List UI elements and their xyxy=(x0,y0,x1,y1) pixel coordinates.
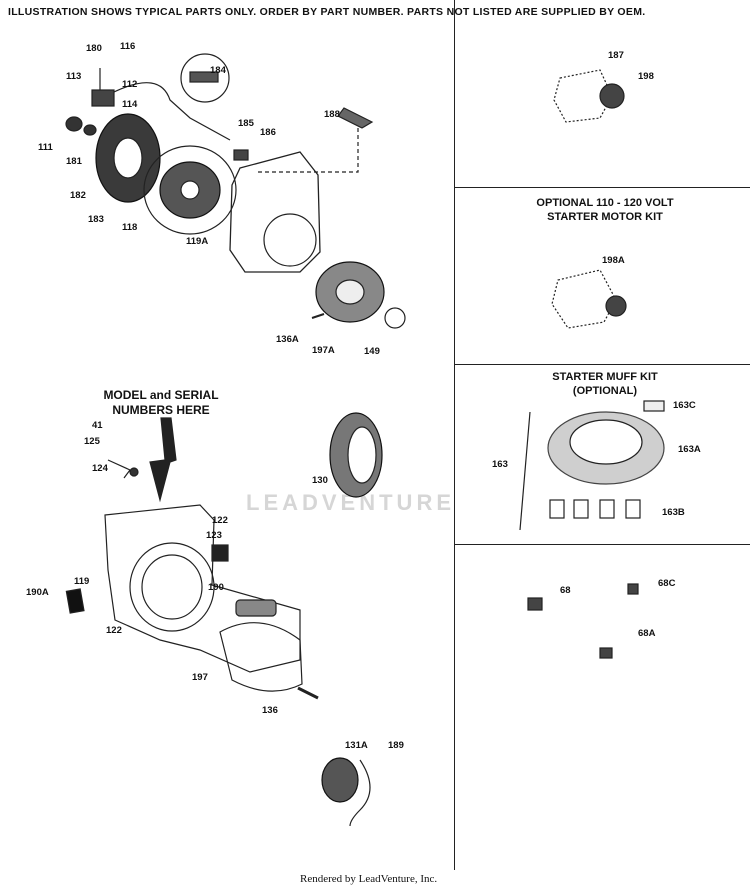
part-label-68C: 68C xyxy=(658,578,676,589)
part-label-163B: 163B xyxy=(662,507,685,518)
panel-divider-vertical xyxy=(454,0,455,870)
part-label-163C: 163C xyxy=(673,400,696,411)
part-label-111: 111 xyxy=(38,142,53,153)
blower-housing-119A xyxy=(229,120,359,273)
rewind-starter-197 xyxy=(219,599,303,692)
model-note-line-2: NUMBERS HERE xyxy=(112,403,210,417)
decal-190 xyxy=(211,544,229,562)
part-label-198A: 198A xyxy=(602,255,625,266)
ignition-module xyxy=(91,68,231,141)
part-label-130: 130 xyxy=(312,475,328,486)
starter-motor-198 xyxy=(553,69,625,123)
blower-housing-119 xyxy=(104,504,301,673)
detail-callout-184 xyxy=(180,53,230,103)
part-label-41: 41 xyxy=(92,420,103,431)
part-label-119: 119 xyxy=(74,576,90,587)
part-label-68A: 68A xyxy=(638,628,656,639)
kit-part-163C xyxy=(643,400,665,412)
bracket-125 xyxy=(107,459,131,479)
flywheel xyxy=(143,145,237,235)
spacer-part xyxy=(65,116,83,132)
part-label-197A: 197A xyxy=(312,345,335,356)
part-label-188: 188 xyxy=(324,109,340,120)
starter-motor-kit-title: OPTIONAL 110 - 120 VOLT STARTER MOTOR KI… xyxy=(470,196,740,224)
connector-part xyxy=(233,149,249,161)
part-label-123: 123 xyxy=(206,530,222,541)
part-label-198: 198 xyxy=(638,71,654,82)
footer-credit: Rendered by LeadVenture, Inc. xyxy=(300,873,438,885)
bracket-163 xyxy=(519,411,531,531)
terminal-part xyxy=(189,71,219,83)
part-label-189: 189 xyxy=(388,740,404,751)
header-note: ILLUSTRATION SHOWS TYPICAL PARTS ONLY. O… xyxy=(8,6,646,18)
part-label-190: 190 xyxy=(208,582,224,593)
part-label-131A: 131A xyxy=(345,740,368,751)
part-label-125: 125 xyxy=(84,436,100,447)
kit-title-line-1: OPTIONAL 110 - 120 VOLT xyxy=(536,197,674,209)
starter-cup-130 xyxy=(329,412,383,498)
part-label-118: 118 xyxy=(122,222,138,233)
part-label-149: 149 xyxy=(364,346,380,357)
part-label-163A: 163A xyxy=(678,444,701,455)
muff-title-line-1: STARTER MUFF KIT xyxy=(552,371,658,383)
part-label-197: 197 xyxy=(192,672,208,683)
part-label-183: 183 xyxy=(88,214,104,225)
kit-title-line-2: STARTER MOTOR KIT xyxy=(547,211,663,223)
screw-136 xyxy=(297,686,319,700)
part-label-116: 116 xyxy=(120,41,136,52)
starter-motor-kit-198A xyxy=(551,269,627,329)
model-serial-arrow xyxy=(149,417,177,503)
panel-divider-3 xyxy=(454,544,750,545)
part-label-163: 163 xyxy=(492,459,508,470)
panel-divider-1 xyxy=(454,187,750,188)
bracket-188 xyxy=(337,107,374,129)
part-label-114: 114 xyxy=(122,99,138,110)
part-label-186: 186 xyxy=(260,127,276,138)
starter-muff-kit-title: STARTER MUFF KIT (OPTIONAL) xyxy=(470,370,740,398)
part-label-112: 112 xyxy=(122,79,138,90)
part-label-119A: 119A xyxy=(186,236,209,247)
washer-part xyxy=(83,124,97,136)
muff-title-line-2: (OPTIONAL) xyxy=(572,385,638,397)
stator-coil xyxy=(95,113,161,203)
ring-149 xyxy=(384,307,406,329)
model-note-line-1: MODEL and SERIAL xyxy=(103,388,219,402)
screw-136A xyxy=(311,313,325,319)
part-label-113: 113 xyxy=(66,71,82,82)
part-label-68: 68 xyxy=(560,585,571,596)
part-label-180: 180 xyxy=(86,43,102,54)
part-label-136: 136 xyxy=(262,705,278,716)
part-label-122-lower: 122 xyxy=(106,625,122,636)
nut-124 xyxy=(129,467,139,477)
part-label-124: 124 xyxy=(92,463,108,474)
part-label-187: 187 xyxy=(608,50,624,61)
part-label-185: 185 xyxy=(238,118,254,129)
pulley-131A xyxy=(321,757,371,827)
part-label-184: 184 xyxy=(210,65,226,76)
part-label-181: 181 xyxy=(66,156,82,167)
decal-190A xyxy=(65,588,85,614)
starter-muff-163A xyxy=(547,411,665,485)
clips-163B xyxy=(549,499,641,519)
model-serial-note: MODEL and SERIAL NUMBERS HERE xyxy=(96,388,226,418)
part-label-190A: 190A xyxy=(26,587,49,598)
part-label-136A: 136A xyxy=(276,334,299,345)
panel-divider-2 xyxy=(454,364,750,365)
part-label-182: 182 xyxy=(70,190,86,201)
rewind-starter-197A xyxy=(315,261,385,323)
clips-68-group xyxy=(527,583,639,659)
part-label-122-upper: 122 xyxy=(212,515,228,526)
